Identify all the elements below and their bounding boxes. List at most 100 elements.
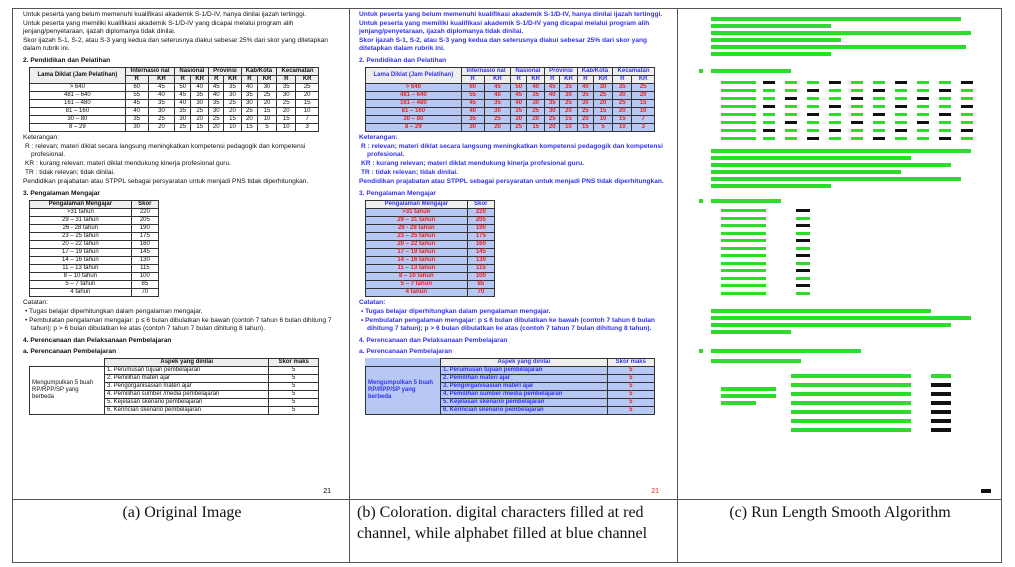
table-cell: 40 [460, 107, 485, 116]
table-cell: 30 [174, 115, 192, 124]
table-cell: 35 [460, 115, 485, 124]
table-cell: 5 [606, 374, 656, 383]
text-block [807, 129, 819, 132]
text-block [791, 401, 911, 405]
table-planning: Aspek yang dinilai Skor maks Mengumpulka… [365, 358, 656, 415]
text-block [721, 89, 756, 92]
text-block [807, 81, 819, 84]
table-cell: 5 [606, 382, 656, 391]
table-cell: 45 [174, 91, 192, 100]
intro-paragraph-1: Untuk peserta yang belum memenuhi kualif… [23, 11, 307, 18]
table-cell: 35 [240, 91, 259, 100]
table-cell: 14 – 16 tahun [365, 256, 468, 265]
intro-paragraph-2: Untuk peserta yang memiliki kualifikasi … [359, 20, 650, 35]
table-cell: 160 [130, 240, 160, 249]
table-cell: 4. Pemilihan sumber /media pembelajaran [440, 390, 608, 399]
table-cell: 25 [147, 115, 176, 124]
legend-kr: KR : kurang relevan; materi diklat mendu… [361, 160, 585, 167]
text-block [961, 89, 973, 92]
text-block [711, 177, 961, 181]
table-header: Pengalaman Mengajar [29, 200, 132, 209]
table-cell: 5 [268, 390, 319, 399]
table-subheader: KR [559, 75, 578, 84]
text-block [939, 129, 951, 132]
table-cell: 115 [466, 264, 496, 273]
text-block [791, 419, 911, 423]
text-block [917, 105, 929, 108]
empty-cell [366, 359, 441, 367]
text-block [873, 81, 885, 84]
digit-block [939, 137, 951, 140]
table-cell: 7 [631, 115, 655, 124]
table-cell: 29 – 31 tahun [365, 216, 468, 225]
text-block [711, 45, 966, 49]
digit-block [981, 489, 991, 493]
table-cell: 5 [268, 398, 319, 407]
table-cell: 175 [466, 232, 496, 241]
text-block [791, 374, 911, 378]
digit-block [895, 105, 907, 108]
table-header: Kab/Kota [576, 67, 614, 76]
table-cell: 26 - 28 tahun [365, 224, 468, 233]
table-cell: 5 [606, 390, 656, 399]
text-block [721, 231, 766, 235]
note-1: • Tugas belajar diperhitungkan dalam pen… [361, 308, 551, 315]
table-cell: 3 [631, 123, 655, 132]
text-block [721, 105, 756, 108]
table-body: Mengumpulkan 5 buah RP/RPP/SP yang berbe… [29, 366, 319, 415]
text-block [711, 184, 831, 188]
table-subheader: R [240, 75, 259, 84]
table-header: Provinsi [208, 67, 242, 76]
table-cell: 30 [510, 115, 528, 124]
text-block [785, 137, 797, 140]
table-cell: 2. Pemilihan materi ajar [440, 374, 608, 383]
text-block [961, 121, 973, 124]
table-cell: 15 [526, 123, 546, 132]
text-block [829, 137, 841, 140]
table-cell: 190 [466, 224, 496, 233]
table-header: Skor maks [606, 358, 656, 367]
table-cell: 40 [208, 91, 225, 100]
digit-block [829, 105, 841, 108]
table-cell: 8 – 29 [365, 123, 462, 132]
table-cell: 145 [130, 248, 160, 257]
text-block [791, 428, 911, 432]
text-block [917, 113, 929, 116]
table-cell: 4 tahun [365, 288, 468, 297]
text-block [895, 137, 907, 140]
table-subheader: R [544, 75, 561, 84]
table-cell: 10 [559, 123, 578, 132]
table-cell: 5 [606, 366, 656, 375]
table-cell: 115 [130, 264, 160, 273]
table-cell: 20 [593, 99, 614, 108]
table-subheader: R [460, 75, 485, 84]
text-block [721, 121, 756, 124]
table-subheader: R [576, 75, 595, 84]
divider [349, 9, 350, 562]
table-cell: 11 – 13 tahun [29, 264, 132, 273]
table-header: Skor [466, 200, 496, 209]
table-header: Skor maks [268, 358, 319, 367]
text-block [807, 97, 819, 100]
table-cell: 130 [466, 256, 496, 265]
text-block [796, 246, 810, 250]
digit-block [961, 81, 973, 84]
table-subheader: KR [295, 75, 319, 84]
digit-block [931, 383, 951, 387]
text-block [763, 121, 775, 124]
table-cell: 10 [631, 107, 655, 116]
table-cell: 175 [130, 232, 160, 241]
table-cell: 30 – 80 [29, 115, 126, 124]
table-cell: 15 [576, 123, 595, 132]
